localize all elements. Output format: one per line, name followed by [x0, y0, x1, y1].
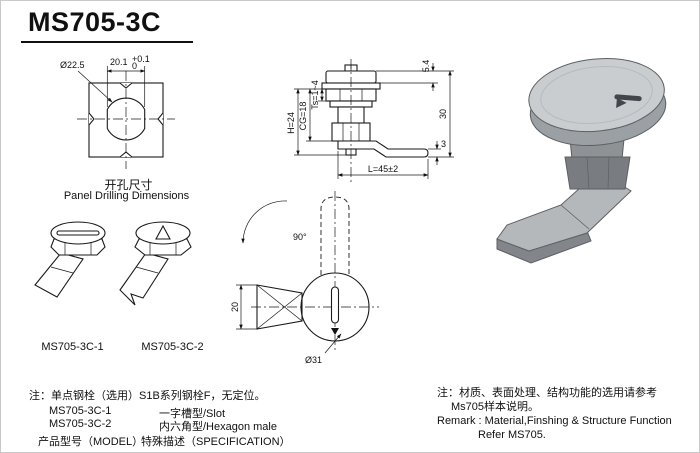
- dim-width-group: 20.1 +0.1 0: [106, 54, 150, 107]
- spec-row-3-spec: 特殊描述（SPECIFICATION）: [141, 436, 291, 448]
- dim-cg: CG=18: [298, 102, 308, 131]
- dim-circle-group: Ø31: [305, 333, 342, 365]
- spec-row-3-model: 产品型号（MODEL）: [38, 436, 144, 448]
- side-view-dimensions: H=24 CG=18 Ts=1~4 5.4 30 3 L=45±2: [286, 60, 454, 179]
- right-note-cn-line2: Ms705样本说明。: [451, 401, 540, 413]
- variant-2-drawing: [119, 221, 192, 306]
- spec-row-1-spec: 一字槽型/Slot: [159, 408, 226, 420]
- spec-row-2-model: MS705-3C-2: [49, 418, 112, 430]
- rotation-arrow-icon: [241, 200, 288, 244]
- slot-drive-icon: [56, 230, 100, 236]
- variant2-label: MS705-3C-2: [141, 341, 204, 353]
- lock-head-3d: [528, 58, 667, 146]
- dim-cam-width-group: 20: [230, 284, 257, 330]
- rotation-diagram: 20 90° Ø31: [230, 191, 379, 365]
- dim-ts: Ts=1~4: [310, 80, 320, 110]
- dim-diameter-value: Ø22.5: [60, 60, 85, 70]
- cam-blade-top: [496, 170, 632, 252]
- cam-lock-3d: [496, 58, 667, 264]
- left-note: 注：单点钢栓（选用）S1B系列钢栓F，无定位。: [29, 390, 266, 402]
- dim-cam-width: 20: [230, 302, 240, 312]
- dim-diameter-group: Ø22.5: [60, 60, 113, 103]
- slot-mark-icon: [614, 94, 642, 109]
- dim-width-value: 20.1: [110, 57, 128, 67]
- page-title: MS705-3C: [28, 7, 162, 37]
- dim-width-tol-lower: 0: [132, 61, 137, 71]
- panel-centerlines: [77, 71, 175, 169]
- dim-total-height: 30: [438, 109, 448, 119]
- dim-circle: Ø31: [305, 355, 322, 365]
- panel-caption-cn: 开孔尺寸: [104, 178, 153, 192]
- panel-drilling-drawing: 20.1 +0.1 0 Ø22.5: [60, 54, 175, 169]
- dim-cam-thickness: 3: [441, 139, 446, 149]
- dim-head-height: 5.4: [421, 60, 431, 73]
- panel-caption-en: Panel Drilling Dimensions: [63, 190, 190, 202]
- variant1-label: MS705-3C-1: [41, 341, 104, 353]
- lock-nut-3d: [564, 156, 631, 190]
- isometric-view-drawing: [496, 58, 667, 264]
- spec-row-1-model: MS705-3C-1: [49, 405, 112, 417]
- double-d-hole: [106, 97, 146, 141]
- remark-en-line2: Refer MS705.: [478, 429, 546, 441]
- dim-width-tol-upper: +0.1: [132, 54, 150, 64]
- dim-h: H=24: [286, 112, 296, 134]
- rotation-angle: 90°: [293, 232, 307, 242]
- right-note-cn-line1: 注：材质、表面处理、结构功能的选用请参考: [437, 387, 657, 399]
- rotation-drawing: 20 90° Ø31: [230, 191, 379, 365]
- variants-drawing: [34, 221, 192, 306]
- rotation-arrow-group: 90°: [241, 200, 307, 244]
- variant-1-drawing: [34, 221, 106, 298]
- remark-en-line1: Remark : Material,Finshing & Structure F…: [437, 415, 672, 427]
- hexagon-drive-icon: [155, 224, 171, 240]
- dim-length: L=45±2: [368, 164, 398, 174]
- title-underline: [21, 41, 193, 43]
- lock-side-view-body: [321, 59, 429, 183]
- spec-row-2-spec: 内六角型/Hexagon male: [159, 421, 277, 433]
- side-view-drawing: H=24 CG=18 Ts=1~4 5.4 30 3 L=45±2: [286, 59, 454, 183]
